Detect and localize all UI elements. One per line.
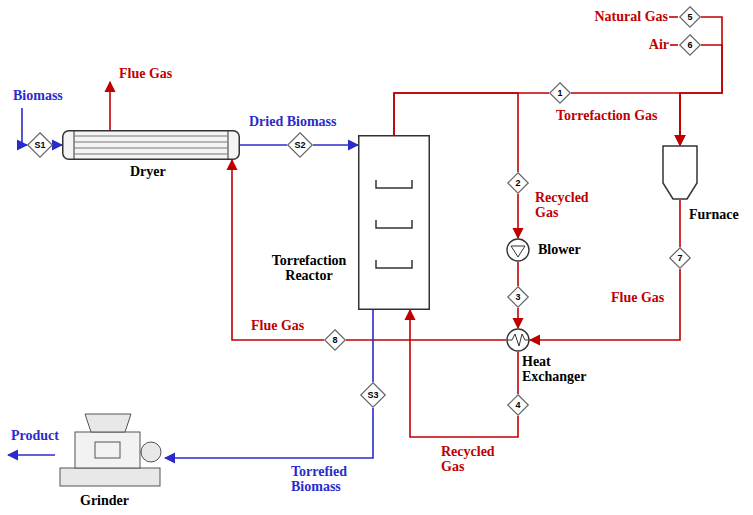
stream-diamond: 4 [507,394,529,416]
stream-label: Flue Gas [610,290,665,305]
equipment-label: Blower [538,242,598,257]
stream-label: Recycled Gas [534,190,606,221]
stream-connector [517,194,519,238]
stream-connector [232,160,324,340]
stream-diamond: 6 [679,34,701,56]
stream-number: 4 [515,401,520,410]
stream-label: Flue Gas [250,318,305,333]
equipment-label: Heat Exchanger [522,354,594,385]
flue-gas-exhaust-line [109,82,111,130]
natural-gas-lead [669,16,678,18]
stream-label: Recycled Gas [440,444,516,475]
stream-connector [517,352,519,394]
stream-number: S2 [294,141,305,150]
blower-outline [506,238,530,262]
stream-diamond: 3 [507,286,529,308]
air-lead [669,44,678,46]
stream-diamond: 7 [669,247,691,269]
stream-number: 5 [687,13,692,22]
stream-label: Torrefaction Gas [555,108,659,123]
stream-number: 7 [677,254,682,263]
stream-number: 3 [515,293,520,302]
dryer-outline [62,130,240,160]
equipment-label: Furnace [689,207,751,222]
stream-label: Biomass [12,88,64,103]
product-line [8,454,55,456]
blower-symbol: Blower [506,238,530,262]
stream-connector [530,269,680,340]
grinder-outline [55,410,165,490]
stream-connector [346,339,506,341]
heat-exchanger-symbol: Heat Exchanger [506,328,530,352]
stream-connector [517,308,519,328]
stream-label: Torrefied Biomass [290,464,372,495]
stream-diamond: 5 [679,6,701,28]
stream-diamond: S3 [360,382,386,408]
stream-label: Product [10,428,60,443]
stream-connector [679,200,681,247]
reactor-vessel: Torrefaction Reactor [358,135,430,310]
stream-connector [240,144,287,146]
stream-connector [394,93,549,135]
stream-diamond: 8 [324,329,346,351]
stream-connector [410,310,518,437]
hx-outline [506,328,530,352]
stream-number: 6 [687,41,692,50]
equipment-label: Torrefaction Reactor [264,253,354,284]
biomass-feed-line [22,108,27,145]
stream-connector [313,144,358,146]
stream-number: S1 [34,141,45,150]
stream-number: 1 [557,89,562,98]
stream-connector [517,262,519,286]
stream-connector [680,17,722,145]
furnace-outline [655,145,705,200]
stream-connector [53,144,62,146]
stream-number: S3 [367,391,378,400]
stream-connector [372,310,374,382]
equipment-label: Dryer [130,164,190,179]
equipment-label: Grinder [80,493,144,508]
furnace-unit: Furnace [655,145,705,200]
dryer-unit: Dryer [62,130,240,160]
grinder-machine: Grinder [55,410,165,490]
stream-label: Flue Gas [118,66,173,81]
reactor-outline [358,135,430,310]
stream-number: 8 [332,336,337,345]
stream-connector [680,45,722,145]
stream-number: 2 [515,179,520,188]
stream-diamond: 1 [549,82,571,104]
stream-label: Air [630,37,670,52]
stream-connector [165,408,373,458]
stream-diamond: S1 [27,132,53,158]
stream-diamond: S2 [287,132,313,158]
stream-label: Dried Biomass [248,114,338,129]
stream-diamond: 2 [507,172,529,194]
stream-label: Natural Gas [572,9,669,24]
